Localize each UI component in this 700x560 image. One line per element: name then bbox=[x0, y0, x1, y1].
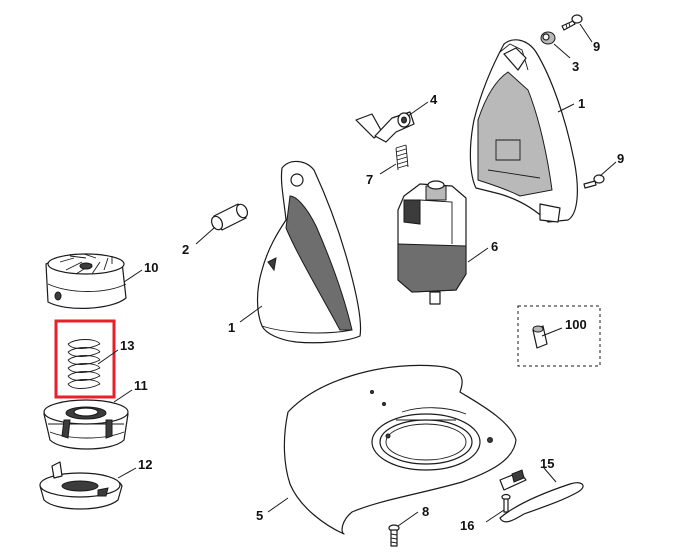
part-kit-100 bbox=[517, 305, 601, 367]
part-screw-9-right bbox=[583, 174, 605, 189]
callout-1-front: 1 bbox=[228, 320, 235, 335]
callout-9-right: 9 bbox=[617, 151, 624, 166]
part-fan-10 bbox=[45, 253, 127, 309]
callout-8: 8 bbox=[422, 504, 429, 519]
callout-3: 3 bbox=[572, 59, 579, 74]
part-lever-4 bbox=[355, 111, 415, 143]
callout-15: 15 bbox=[540, 456, 554, 471]
part-cover-12 bbox=[39, 461, 123, 510]
part-housing-half-1-front bbox=[256, 160, 362, 344]
leader-lines bbox=[97, 23, 617, 527]
callout-11: 11 bbox=[134, 378, 148, 393]
callout-10: 10 bbox=[144, 260, 158, 275]
part-spring-7 bbox=[395, 144, 409, 171]
callout-13: 13 bbox=[120, 338, 134, 353]
callout-16: 16 bbox=[460, 518, 474, 533]
part-pin-2 bbox=[210, 203, 249, 231]
highlight-frame bbox=[54, 319, 116, 399]
part-spring-13 bbox=[67, 339, 101, 389]
part-screw-8 bbox=[388, 524, 400, 547]
callout-2: 2 bbox=[182, 242, 189, 257]
callout-1-right: 1 bbox=[578, 96, 585, 111]
part-bushing-3 bbox=[540, 31, 556, 45]
callout-9-top: 9 bbox=[593, 39, 600, 54]
part-screw-16 bbox=[501, 493, 511, 513]
part-guard-5 bbox=[283, 364, 517, 535]
part-screw-9-top bbox=[561, 14, 583, 31]
part-blade-15 bbox=[499, 469, 584, 523]
callout-labels: 9 3 4 1 7 9 2 6 10 1 100 13 11 12 15 5 8… bbox=[120, 39, 624, 533]
part-motor-6 bbox=[397, 180, 467, 305]
part-housing-half-1-right bbox=[469, 39, 578, 223]
callout-7: 7 bbox=[366, 172, 373, 187]
callout-100: 100 bbox=[565, 317, 587, 332]
callout-5: 5 bbox=[256, 508, 263, 523]
part-spool-11 bbox=[43, 399, 129, 450]
callout-4: 4 bbox=[430, 92, 438, 107]
callout-6: 6 bbox=[491, 239, 498, 254]
callout-12: 12 bbox=[138, 457, 152, 472]
